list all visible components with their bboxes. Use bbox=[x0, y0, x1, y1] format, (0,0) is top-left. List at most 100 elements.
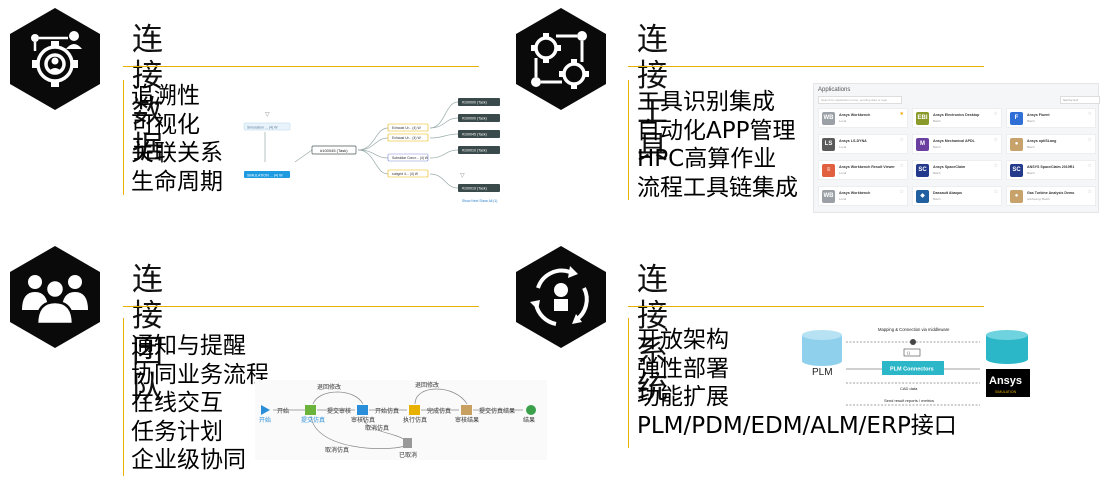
svg-text:PLM: PLM bbox=[812, 367, 833, 378]
app-mode: Batch bbox=[933, 119, 941, 123]
app-icon: ● bbox=[1010, 190, 1023, 203]
app-icon: WB bbox=[822, 190, 835, 203]
list-divider bbox=[123, 318, 124, 476]
favorite-star-icon[interactable]: ☆ bbox=[1087, 163, 1092, 169]
list-item: PLM/PDM/EDM/ALM/ERP接口 bbox=[637, 412, 957, 439]
svg-text:#100019 (Task): #100019 (Task) bbox=[462, 187, 487, 191]
list-item: 弹性部署 bbox=[637, 355, 729, 382]
favorite-star-icon[interactable]: ☆ bbox=[1087, 111, 1092, 117]
favorite-star-icon[interactable]: ☆ bbox=[1087, 189, 1092, 195]
svg-text:SIMULATION ... (4) W: SIMULATION ... (4) W bbox=[247, 174, 283, 178]
tool-gear-network-icon bbox=[516, 8, 606, 110]
list-item: 在线交互 bbox=[131, 390, 223, 416]
app-icon: EBI bbox=[916, 112, 929, 125]
svg-text:subgrid 4... (4) W: subgrid 4... (4) W bbox=[392, 172, 419, 176]
favorite-star-icon[interactable]: ☆ bbox=[1087, 137, 1092, 143]
svg-text:⟨⟩: ⟨⟩ bbox=[907, 351, 911, 356]
app-icon: SC bbox=[1010, 164, 1023, 177]
app-name: Dassault Abaqus bbox=[933, 191, 963, 195]
app-name: Ansys SpaceClaim bbox=[933, 165, 966, 169]
applications-title: Applications bbox=[818, 87, 851, 93]
feature-list: 追溯性 可视化 关联关系 生命周期 bbox=[131, 82, 223, 196]
favorite-star-icon[interactable]: ☆ bbox=[899, 163, 904, 169]
feature-list: 开放架构 弹性部署 功能扩展 PLM/PDM/EDM/ALM/ERP接口 bbox=[637, 326, 957, 440]
svg-text:提交审核: 提交审核 bbox=[327, 407, 351, 415]
svg-text:取消仿真: 取消仿真 bbox=[325, 446, 349, 454]
svg-text:#100045 (Task): #100045 (Task) bbox=[462, 133, 487, 137]
svg-text:退回修改: 退回修改 bbox=[415, 381, 439, 389]
favorite-star-icon[interactable]: ☆ bbox=[899, 189, 904, 195]
svg-text:#100045 (Task): #100045 (Task) bbox=[320, 148, 348, 153]
quadrant-title: 连接数据 bbox=[132, 22, 163, 166]
workflow-diagram: 开始 开始 提交仿真 提交审核 审核仿真 开始仿真 执行仿真 完成仿真 审核结果… bbox=[255, 380, 547, 460]
feature-list: 通知与提醒 协同业务流程 在线交互 任务计划 企业级协同 bbox=[131, 332, 269, 475]
system-connection-diagram: PLM Ansys SIMULATION Mapping & Connectio… bbox=[802, 327, 1030, 406]
app-icon: ● bbox=[1010, 138, 1023, 151]
title-underline bbox=[628, 66, 984, 67]
app-name: Ansys Mechanical APDL bbox=[933, 139, 975, 143]
app-name: Ansys Workbench Result Viewer bbox=[839, 165, 895, 169]
app-icon: ◆ bbox=[916, 190, 929, 203]
app-mode: Batch bbox=[1027, 145, 1035, 149]
svg-text:开始: 开始 bbox=[277, 407, 289, 415]
app-icon: WB bbox=[822, 112, 835, 125]
svg-text:审核仿真: 审核仿真 bbox=[351, 416, 375, 424]
svg-text:#100000 (Task): #100000 (Task) bbox=[462, 101, 487, 105]
svg-text:取消仿真: 取消仿真 bbox=[365, 424, 389, 432]
title-underline bbox=[628, 306, 984, 307]
app-name: Ansys Workbench bbox=[839, 191, 871, 195]
app-name: Ansys Fluent bbox=[1027, 113, 1050, 117]
favorite-star-icon[interactable]: ☆ bbox=[993, 111, 998, 117]
list-divider bbox=[628, 80, 629, 200]
favorite-star-icon[interactable]: ☆ bbox=[993, 163, 998, 169]
list-item: 企业级协同 bbox=[131, 447, 246, 473]
svg-text:Mapping & Connection via middl: Mapping & Connection via middleware bbox=[878, 327, 950, 332]
svg-text:开始仿真: 开始仿真 bbox=[375, 407, 399, 415]
app-mode: Batch bbox=[933, 197, 941, 201]
app-icon: LS bbox=[822, 138, 835, 151]
svg-text:提交仿真: 提交仿真 bbox=[301, 416, 325, 424]
favorite-star-icon[interactable]: ☆ bbox=[993, 189, 998, 195]
svg-text:结果: 结果 bbox=[523, 416, 535, 424]
app-mode: Batch bbox=[1027, 171, 1035, 175]
app-name: Ansys LS-DYNA bbox=[839, 139, 867, 143]
svg-text:完成仿真: 完成仿真 bbox=[427, 407, 451, 415]
list-item: 工具识别集成 bbox=[637, 89, 775, 115]
sort-select[interactable]: Sort by A-Z bbox=[1060, 96, 1100, 104]
svg-text:Show Next Show All (1): Show Next Show All (1) bbox=[462, 199, 497, 203]
app-mode: Local bbox=[839, 119, 847, 123]
list-item: 生命周期 bbox=[131, 168, 223, 195]
plm-database-icon bbox=[802, 330, 842, 366]
ansys-database-icon bbox=[986, 330, 1028, 364]
quadrant-title: 连接工具 bbox=[637, 22, 668, 166]
app-icon: M bbox=[916, 138, 929, 151]
list-divider bbox=[123, 80, 124, 195]
app-name: Ansys optiSLang bbox=[1027, 139, 1057, 143]
favorite-star-icon[interactable]: ☆ bbox=[899, 137, 904, 143]
quadrant-title: 连接系统 bbox=[637, 262, 668, 406]
svg-text:Subsidiar Concr... (4) W: Subsidiar Concr... (4) W bbox=[392, 156, 429, 160]
svg-text:退回修改: 退回修改 bbox=[317, 383, 341, 391]
svg-text:开始: 开始 bbox=[259, 416, 271, 424]
svg-text:PLM Connectors: PLM Connectors bbox=[890, 367, 934, 373]
favorite-star-icon[interactable]: ★ bbox=[899, 111, 904, 117]
applications-panel: Applications Search by application name,… bbox=[813, 83, 1100, 213]
list-item: 流程工具链集成 bbox=[637, 174, 798, 201]
svg-text:▽: ▽ bbox=[460, 173, 465, 179]
list-item: 自动化APP管理 bbox=[637, 117, 796, 144]
favorite-star-icon[interactable]: ☆ bbox=[993, 137, 998, 143]
svg-text:#100000 (Task): #100000 (Task) bbox=[462, 117, 487, 121]
app-search-input[interactable]: Search by application name, pending data… bbox=[818, 96, 902, 104]
